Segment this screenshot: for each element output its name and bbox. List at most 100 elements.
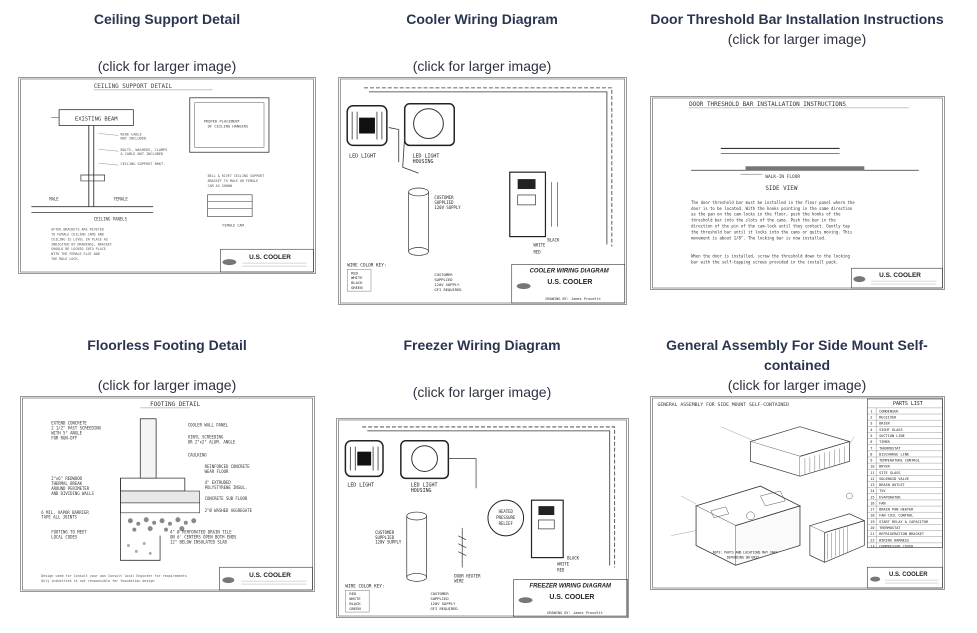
company-name: U.S. COOLER: [889, 572, 928, 578]
svg-text:WIRE CABLE: WIRE CABLE: [120, 132, 141, 136]
larger-image-link[interactable]: (click for larger image): [334, 57, 630, 76]
svg-text:EXTEND CONCRETE: EXTEND CONCRETE: [51, 421, 87, 426]
parts-list-number: 6: [870, 440, 872, 444]
svg-text:VINYL SCREEDING: VINYL SCREEDING: [188, 435, 224, 440]
drawing-ceiling-support-detail: CEILING SUPPORT DETAIL EXISTING BEAM WIR…: [20, 78, 314, 273]
larger-image-link[interactable]: (click for larger image): [648, 30, 946, 49]
drawing-label: CONCRETE SUB FLOOR: [205, 496, 248, 501]
parts-list-item: FAN: [879, 501, 885, 505]
larger-image-link-text[interactable]: (click for larger image): [727, 377, 867, 393]
larger-image-link[interactable]: (click for larger image): [334, 383, 630, 402]
parts-list-item: TIMER: [879, 440, 891, 444]
parts-list-item: CONDENSER: [879, 409, 899, 413]
drawing-label: LED LIGHT: [347, 482, 374, 488]
svg-text:DEPENDING ON UNIT: DEPENDING ON UNIT: [727, 555, 759, 559]
svg-text:WIRE: WIRE: [454, 578, 464, 583]
larger-image-link[interactable]: (click for larger image): [18, 57, 316, 76]
drawing-label: 2"Ø WASHED AGGREGATE: [205, 508, 253, 513]
parts-list-item: DRAIN PAN HEATER: [879, 508, 914, 512]
svg-text:SUPPLIED: SUPPLIED: [434, 278, 453, 282]
svg-text:120V SUPPLY: 120V SUPPLY: [375, 540, 402, 545]
svg-text:SUPPLIED: SUPPLIED: [434, 200, 454, 205]
parts-list-number: 15: [870, 495, 874, 499]
drawing-label: WIRE COLOR KEY:: [345, 583, 384, 589]
parts-list-item: WIRING HARNESS: [879, 538, 909, 542]
svg-text:THERMAL BREAK: THERMAL BREAK: [51, 481, 82, 486]
drawing-heading: GENERAL ASSEMBLY FOR SIDE MOUNT SELF-CON…: [657, 402, 789, 408]
svg-text:PROPER PLACEMENT: PROPER PLACEMENT: [204, 120, 241, 124]
thumbnail-floorless-footing-detail[interactable]: FOOTING DETAIL COOLER WALL PANEL VINYL S…: [20, 396, 315, 592]
drawing-general-assembly-side-mount: GENERAL ASSEMBLY FOR SIDE MOUNT SELF-CON…: [652, 397, 943, 589]
svg-text:CEILING IS LEVEL IN PLACE AS: CEILING IS LEVEL IN PLACE AS: [51, 237, 108, 241]
thumbnail-ceiling-support-detail[interactable]: CEILING SUPPORT DETAIL EXISTING BEAM WIR…: [18, 77, 316, 274]
drawing-label: WIRE COLOR KEY:: [347, 262, 386, 268]
card-ceiling-support-detail: Ceiling Support Detail: [18, 9, 316, 29]
parts-list-item: TEMPERATURE CONTROL: [879, 459, 920, 463]
parts-list-item: DRAIN OUTLET: [879, 483, 905, 487]
parts-list-number: 3: [870, 422, 872, 426]
svg-text:NOT INCLUDED: NOT INCLUDED: [120, 136, 146, 140]
svg-text:FOR RUN-OFF: FOR RUN-OFF: [51, 436, 78, 441]
svg-text:TAPE ALL JOINTS: TAPE ALL JOINTS: [41, 515, 77, 520]
card-cooler-wiring-diagram: Cooler Wiring Diagram: [334, 9, 630, 29]
svg-text:RELIEF: RELIEF: [499, 521, 514, 526]
parts-list-number: 1: [870, 409, 872, 413]
drawing-freezer-wiring-diagram: LED LIGHT LED LIGHT HOUSING HEATEDPRESSU…: [338, 419, 628, 617]
thumbnail-door-threshold-bar[interactable]: DOOR THRESHOLD BAR INSTALLATION INSTRUCT…: [650, 96, 945, 290]
svg-text:CUSTOMER: CUSTOMER: [431, 592, 450, 596]
larger-image-link[interactable]: (click for larger image): [648, 376, 946, 395]
larger-image-link-text[interactable]: (click for larger image): [727, 31, 867, 47]
drawing-heading: FOOTING DETAIL: [150, 401, 200, 408]
svg-text:GFI REQUIRED: GFI REQUIRED: [431, 607, 459, 611]
svg-text:direction of the pin of the ca: direction of the pin of the cam-lock unt…: [691, 224, 850, 229]
svg-text:REINFORCED CONCRETE: REINFORCED CONCRETE: [205, 464, 251, 469]
card-door-threshold-bar: Door Threshold Bar Installation Instruct…: [648, 9, 946, 29]
parts-list-item: DISCHARGE LINE: [879, 452, 909, 456]
parts-list-item: RECEIVER: [879, 416, 897, 420]
svg-text:CUSTOMER: CUSTOMER: [434, 273, 453, 277]
svg-text:RED: RED: [534, 249, 542, 254]
svg-text:FOOTING TO MEET: FOOTING TO MEET: [51, 530, 87, 535]
card-title: Cooler Wiring Diagram: [406, 11, 558, 27]
company-name: U.S. COOLER: [879, 272, 921, 279]
svg-text:LED LIGHT: LED LIGHT: [413, 153, 440, 159]
larger-image-link-text[interactable]: (click for larger image): [97, 58, 237, 74]
drawing-label: MALE: [49, 197, 59, 202]
svg-text:TO FEMALE CEILING CAMS AND: TO FEMALE CEILING CAMS AND: [51, 232, 104, 236]
drawing-heading: COOLER WIRING DIAGRAM: [530, 268, 610, 274]
larger-image-link-text[interactable]: (click for larger image): [412, 384, 552, 400]
drawing-door-threshold-bar: DOOR THRESHOLD BAR INSTALLATION INSTRUCT…: [652, 97, 943, 289]
card-title: Floorless Footing Detail: [87, 337, 247, 353]
larger-image-link-text[interactable]: (click for larger image): [412, 58, 552, 74]
svg-text:WITH THE FEMALE SLOT AND: WITH THE FEMALE SLOT AND: [51, 252, 100, 256]
thumbnail-cooler-wiring-diagram[interactable]: LED LIGHT LED LIGHT HOUSING CUSTOMER SUP…: [338, 77, 627, 305]
larger-image-link[interactable]: (click for larger image): [18, 376, 316, 395]
parts-list-item: TXV: [879, 489, 886, 493]
larger-image-link-text[interactable]: (click for larger image): [97, 377, 237, 393]
wire-color-white: WHITE: [349, 597, 361, 601]
thumbnail-general-assembly-side-mount[interactable]: GENERAL ASSEMBLY FOR SIDE MOUNT SELF-CON…: [650, 396, 945, 590]
svg-text:ON 6' CENTERS OPEN BOTH ENDS: ON 6' CENTERS OPEN BOTH ENDS: [170, 535, 237, 540]
company-name: U.S. COOLER: [547, 279, 592, 286]
svg-text:AROUND PERIMETER: AROUND PERIMETER: [51, 486, 90, 491]
drawing-label: FEMALE: [114, 197, 129, 202]
parts-list-item: FAN COIL CONTROL: [879, 514, 913, 518]
svg-text:SUPPLIED: SUPPLIED: [431, 597, 450, 601]
svg-text:CUSTOMER: CUSTOMER: [375, 530, 395, 535]
card-title: General Assembly For Side Mount Self-con…: [666, 337, 928, 373]
svg-text:HEATED: HEATED: [499, 509, 514, 514]
svg-text:BLACK: BLACK: [547, 238, 560, 243]
svg-text:Design used for Consult your o: Design used for Consult your own Consult…: [41, 574, 187, 578]
company-name: U.S. COOLER: [249, 572, 291, 579]
parts-list-number: 23: [870, 544, 874, 548]
svg-text:When the door is installed, sc: When the door is installed, screw the th…: [691, 253, 850, 258]
svg-text:movement is about 1/8". The l: movement is about 1/8". The locking bar …: [691, 236, 826, 241]
svg-text:RED: RED: [557, 567, 565, 572]
card-floorless-footing-detail: Floorless Footing Detail: [18, 335, 316, 355]
company-name: U.S. COOLER: [549, 594, 594, 601]
svg-text:Only industries is not respons: Only industries is not responsible for f…: [41, 579, 154, 583]
parts-list-number: 13: [870, 483, 874, 487]
parts-list-item: DRYER: [879, 465, 891, 469]
